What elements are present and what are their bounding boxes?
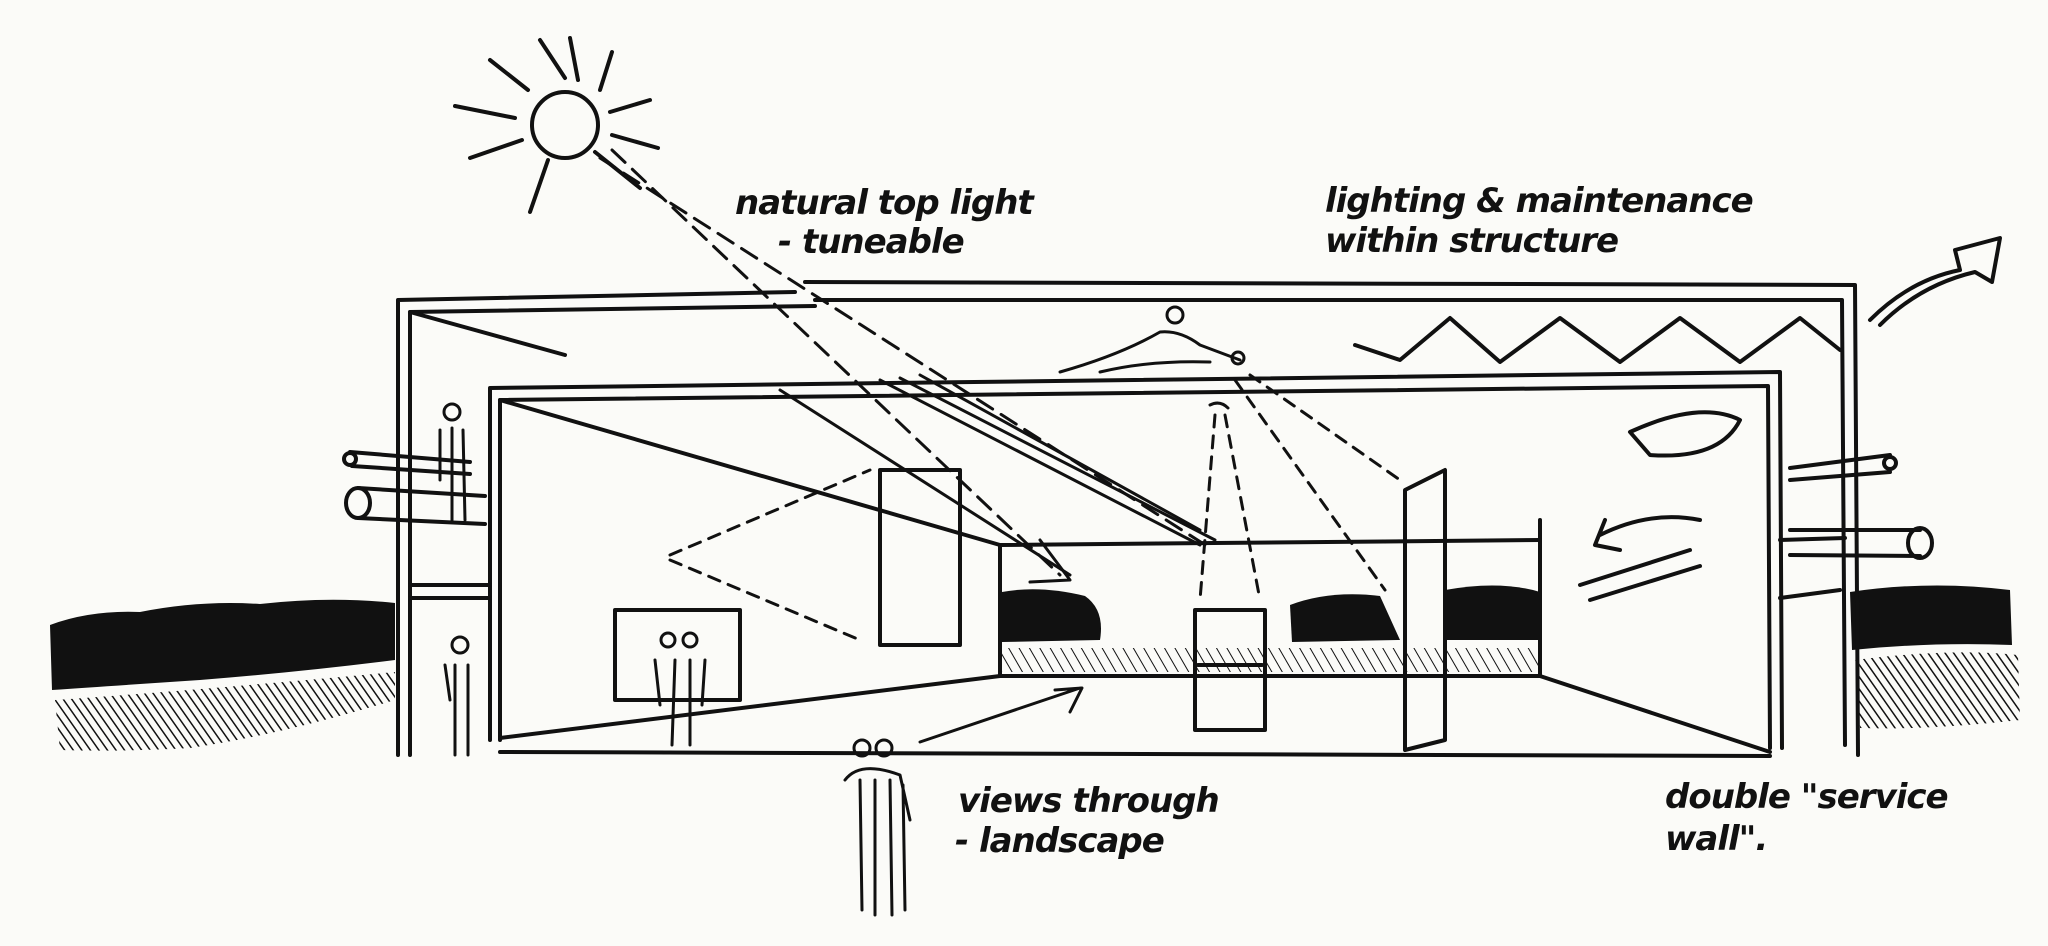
sun-icon (453, 36, 660, 214)
service-pipes (342, 450, 1934, 560)
exhibit-panels (613, 468, 1447, 752)
outer-frame-inner-line (408, 298, 1847, 757)
roof-tie-left (408, 310, 567, 357)
annotation-service-wall-line-2: wall". (1665, 819, 1767, 859)
annotation-lighting-line-2: within structure (1325, 221, 1618, 261)
back-wall-top (998, 538, 1542, 547)
landscape (50, 585, 2020, 751)
annotation-top-light: natural top light - tuneable (735, 183, 1036, 262)
inner-frame (488, 370, 1784, 750)
view-arrow (918, 686, 1084, 744)
sunlight-rays (598, 148, 1212, 577)
outer-frame (396, 280, 1860, 757)
return-arrow-icon (1628, 410, 1742, 458)
light-arrow (1028, 538, 1072, 584)
back-wall-left (498, 398, 1002, 678)
floor-line (498, 750, 1772, 758)
supply-arrow-icon (1593, 515, 1702, 552)
building-structure (396, 280, 1860, 758)
annotation-lighting: lighting & maintenance within structure (1325, 181, 1754, 261)
visitor-figures (438, 305, 1246, 917)
pipe-right-small (1788, 453, 1892, 482)
picture-frame (613, 608, 742, 702)
tree-band-center-left (1002, 589, 1101, 642)
annotation-views-line-2: - landscape (955, 821, 1164, 861)
roof-truss (1353, 316, 1842, 364)
spotlight (1208, 401, 1230, 410)
annotation-service-wall-line-1: double "service (1665, 777, 1948, 817)
hanging-panel-left (878, 468, 962, 647)
floor-hatch-center (1002, 648, 1540, 672)
ground-hatch-right (1855, 652, 2020, 729)
annotation-lighting-line-1: lighting & maintenance (1325, 181, 1753, 221)
airflow-arrows (1578, 236, 2002, 602)
tree-band-left (50, 599, 395, 690)
pipe-right-large (1788, 528, 1922, 558)
standing-panel-right (1403, 468, 1447, 752)
floor-line-far (498, 674, 1772, 754)
tree-band-right (1850, 585, 2012, 650)
spotlight-cones (668, 373, 1402, 642)
display-case (1193, 608, 1267, 732)
ground-hatch-left (55, 672, 395, 751)
light-shafts (778, 373, 1217, 577)
annotation-service-wall: double "service wall". (1665, 777, 1949, 859)
pipe-left-large (356, 486, 487, 526)
annotation-top-light-line-1: natural top light (735, 183, 1035, 223)
annotation-top-light-line-2: - tuneable (778, 222, 964, 262)
tree-band-center (1290, 594, 1400, 642)
inner-frame-inner-line (498, 384, 1772, 750)
right-wall-ledge (1778, 536, 1847, 542)
pipe-left-small (348, 450, 472, 476)
tree-band-center-right (1445, 585, 1540, 640)
annotation-views-line-1: views through (958, 781, 1219, 821)
exhaust-arrow-icon (1868, 236, 2002, 327)
annotation-views: views through - landscape (955, 781, 1220, 861)
